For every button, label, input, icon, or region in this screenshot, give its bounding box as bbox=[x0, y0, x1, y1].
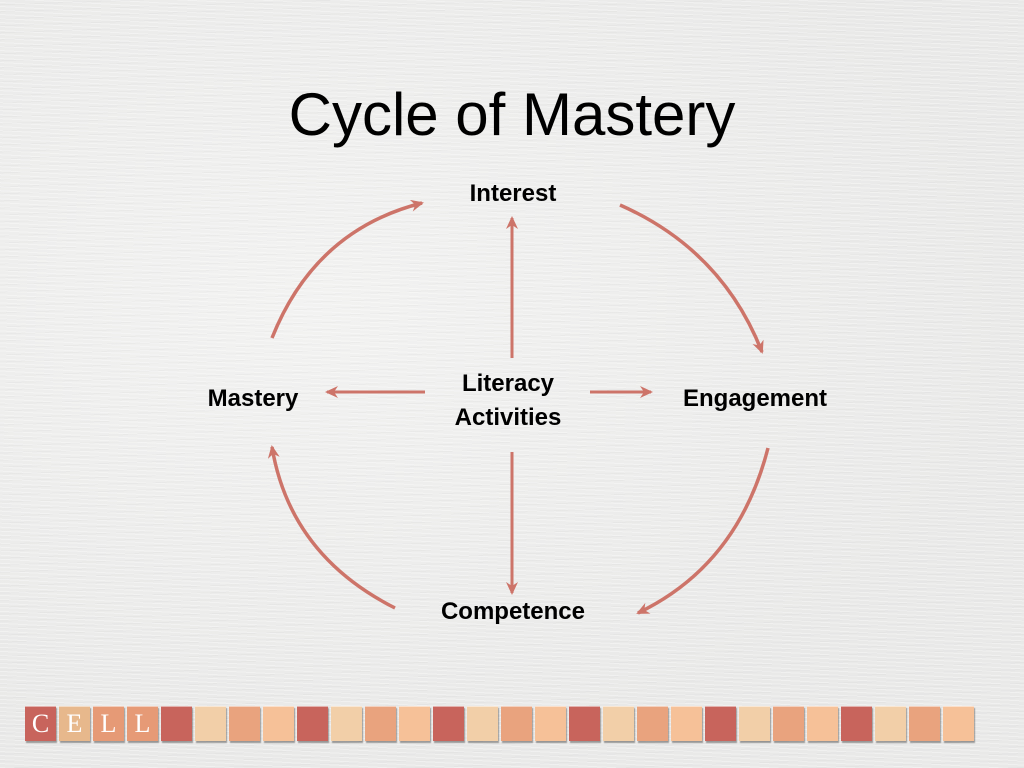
footer-decorative-bar: C E L L bbox=[25, 706, 1000, 744]
arrow-competence-to-mastery bbox=[267, 445, 396, 610]
footer-tile bbox=[467, 706, 498, 741]
node-engagement: Engagement bbox=[682, 385, 828, 412]
footer-tile bbox=[603, 706, 634, 741]
arrow-interest-to-engagement bbox=[619, 203, 764, 354]
footer-tile bbox=[909, 706, 940, 741]
footer-tile bbox=[671, 706, 702, 741]
logo-letter-e: E bbox=[59, 706, 90, 741]
footer-tile bbox=[331, 706, 362, 741]
footer-tile bbox=[399, 706, 430, 741]
center-label-line2: Activities bbox=[454, 404, 562, 431]
footer-tile bbox=[807, 706, 838, 741]
node-mastery: Mastery bbox=[207, 385, 299, 412]
footer-tile bbox=[229, 706, 260, 741]
footer-tile bbox=[501, 706, 532, 741]
arrow-mastery-to-interest bbox=[270, 199, 424, 339]
arrow-engagement-to-competence bbox=[636, 447, 770, 615]
footer-tile bbox=[195, 706, 226, 741]
footer-tile bbox=[535, 706, 566, 741]
logo-letter-c: C bbox=[25, 706, 56, 741]
footer-tile bbox=[569, 706, 600, 741]
logo-letter-l2: L bbox=[127, 706, 158, 741]
footer-tile bbox=[773, 706, 804, 741]
node-competence: Competence bbox=[440, 598, 586, 625]
footer-tile bbox=[365, 706, 396, 741]
footer-tile bbox=[943, 706, 974, 741]
node-center-literacy-activities: Literacy Activities bbox=[408, 367, 608, 435]
node-interest: Interest bbox=[469, 180, 557, 207]
logo-letter-l1: L bbox=[93, 706, 124, 741]
footer-tile bbox=[433, 706, 464, 741]
footer-tile bbox=[297, 706, 328, 741]
footer-tile bbox=[263, 706, 294, 741]
footer-tile bbox=[705, 706, 736, 741]
center-label-line1: Literacy bbox=[461, 370, 555, 397]
footer-tile bbox=[637, 706, 668, 741]
footer-tile bbox=[841, 706, 872, 741]
footer-tile bbox=[875, 706, 906, 741]
footer-tile bbox=[161, 706, 192, 741]
footer-tile bbox=[739, 706, 770, 741]
slide-title: Cycle of Mastery bbox=[288, 81, 736, 148]
